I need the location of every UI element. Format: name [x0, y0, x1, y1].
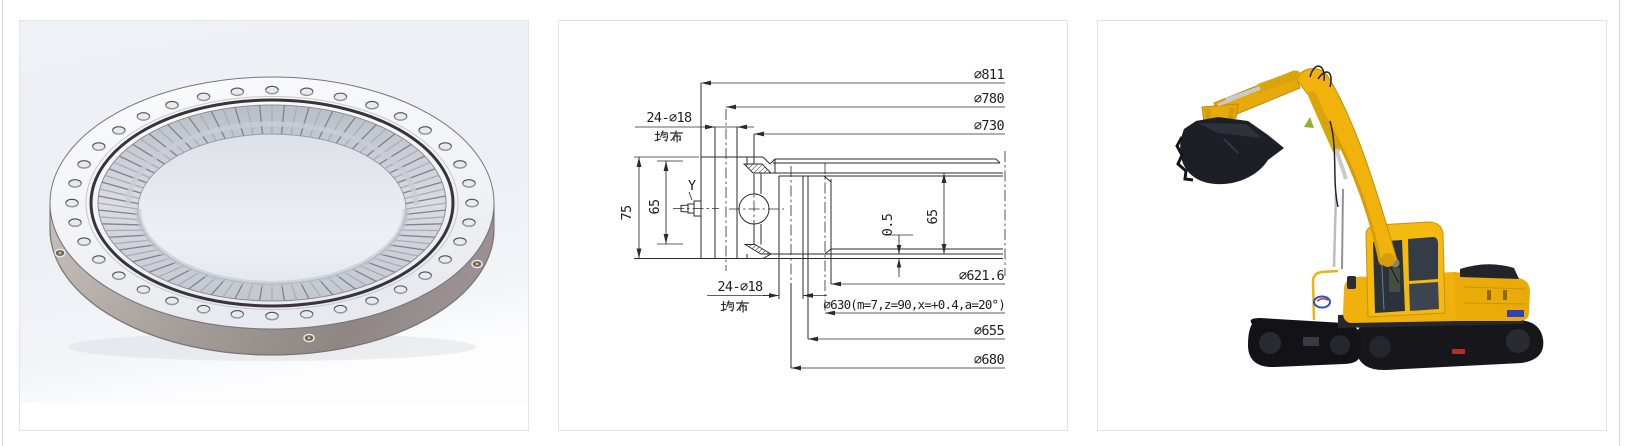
dim-bore: ∅621.6 — [959, 268, 1005, 284]
bearing-3d-model — [49, 76, 495, 361]
gallery-card-excavator[interactable] — [1097, 20, 1607, 431]
gallery-card-bearing[interactable] — [19, 20, 529, 431]
section-outline — [634, 83, 1006, 368]
dim-bolt-circle-inner: ∅680 — [974, 352, 1005, 368]
dim-overall-height: 75 — [619, 205, 635, 221]
dim-raceway: ∅730 — [974, 118, 1005, 134]
dim-bolt-circle-outer: ∅780 — [974, 91, 1005, 107]
excavator-image — [1098, 21, 1606, 430]
gallery-card-drawing[interactable]: ∅811 ∅780 ∅730 24-∅18 均布 75 65 Y 0.5 65 … — [558, 20, 1068, 431]
dim-inner-ring-height: 65 — [925, 209, 941, 225]
dim-gear-spec: ∅630(m=7,z=90,x=+0.4,a=20°) — [823, 297, 1005, 312]
dim-mounting-offset: 0.5 — [880, 213, 896, 236]
dimension-lines — [634, 80, 1005, 371]
photo-background — [1098, 21, 1606, 430]
product-image-gallery: ∅811 ∅780 ∅730 24-∅18 均布 75 65 Y 0.5 65 … — [19, 20, 1607, 431]
bearing-render-image — [20, 21, 528, 403]
cross-section-drawing: ∅811 ∅780 ∅730 24-∅18 均布 75 65 Y 0.5 65 … — [559, 21, 1067, 430]
dim-inner-bolts: 24-∅18 — [717, 279, 763, 295]
excavator-graphic — [1175, 65, 1544, 371]
grease-nipple — [673, 191, 719, 217]
grease-point-label: Y — [688, 178, 696, 194]
dim-od: ∅811 — [974, 67, 1005, 83]
dimension-labels: ∅811 ∅780 ∅730 24-∅18 均布 75 65 Y 0.5 65 … — [619, 67, 1006, 368]
drawing-background — [559, 21, 1067, 430]
dim-outer-ring-height: 65 — [647, 199, 663, 215]
dim-outer-bolts: 24-∅18 — [646, 110, 692, 126]
seal-sections — [742, 163, 773, 255]
dim-root: ∅655 — [974, 323, 1005, 339]
